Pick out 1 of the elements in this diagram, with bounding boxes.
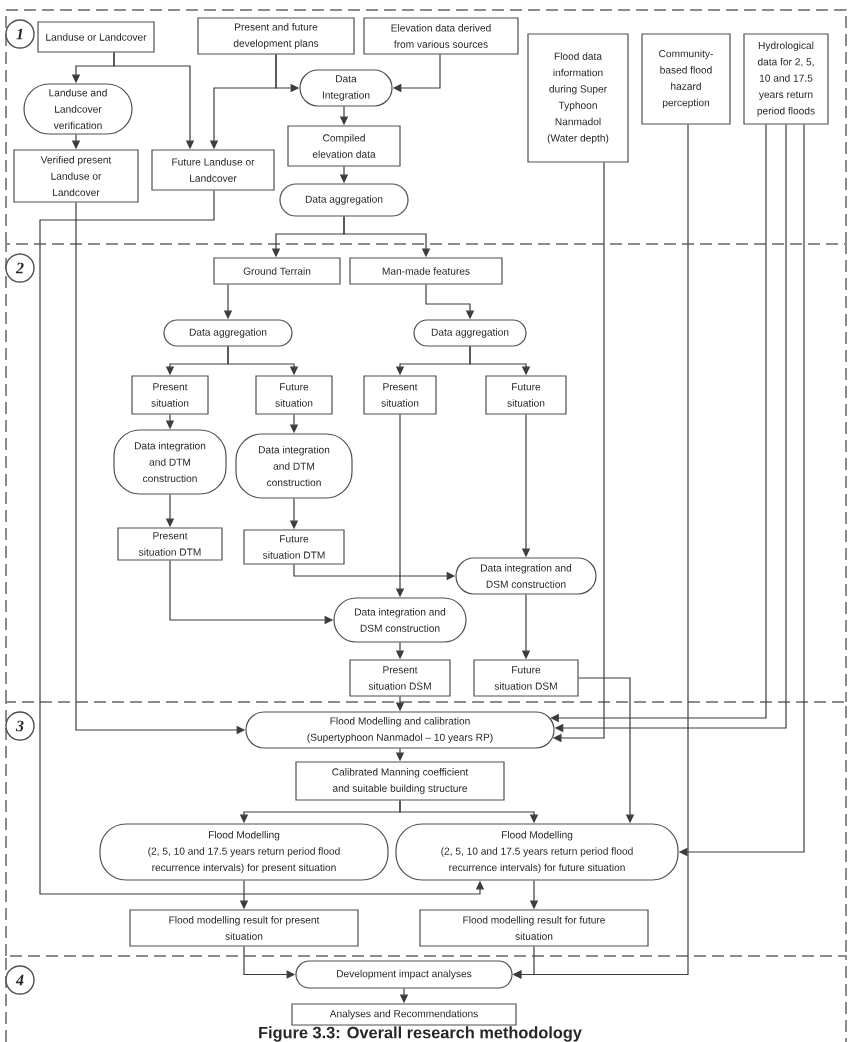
caption: Figure 3.3: Overall research methodology [259,1026,582,1042]
